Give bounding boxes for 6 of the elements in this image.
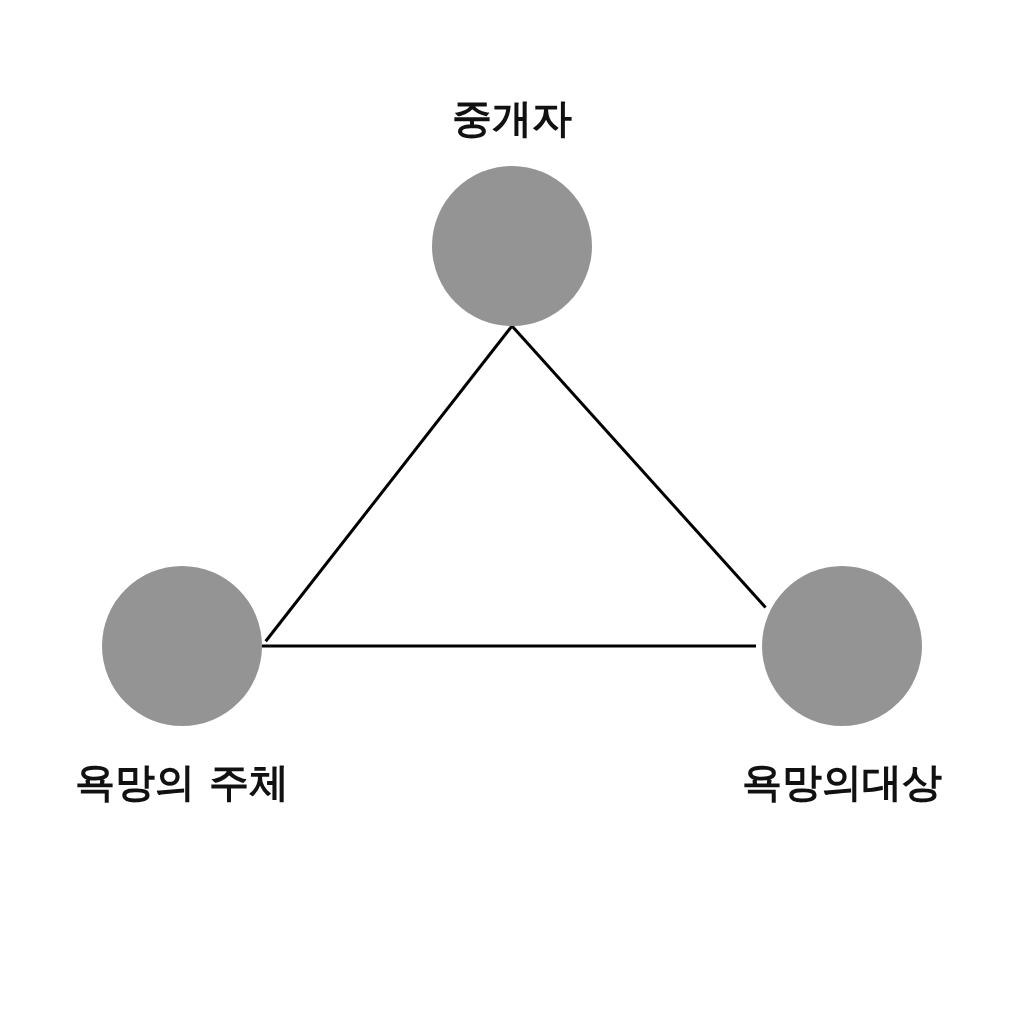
connector-line <box>262 644 756 648</box>
node-label: 욕망의대상 <box>742 758 942 806</box>
node-label: 중개자 <box>452 94 572 142</box>
node-label: 욕망의 주체 <box>75 758 289 806</box>
connector-line <box>510 325 767 609</box>
connector-line <box>264 325 514 643</box>
